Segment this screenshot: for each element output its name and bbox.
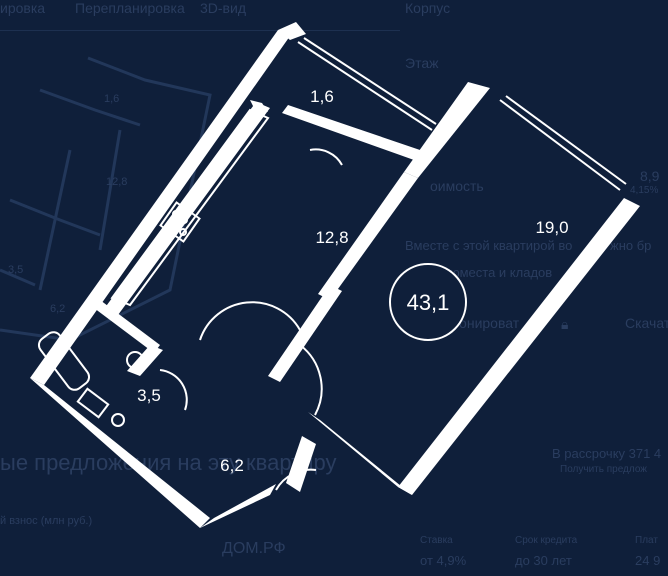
payment-label: Плат <box>635 535 658 546</box>
ghost-area-1: 1,6 <box>104 93 119 105</box>
total-area-label: 43,1 <box>407 290 450 315</box>
promo-line-1: Вместе с этой квартирой во <box>405 238 573 253</box>
kitchen-area: 12,8 <box>315 228 348 247</box>
tab-3d-view[interactable]: 3D-вид <box>200 0 246 16</box>
promo-line-2: юместа и кладов <box>450 265 553 280</box>
payment-value: 24 9 <box>635 553 661 568</box>
doors <box>159 148 343 491</box>
price-label: оимость <box>430 178 484 194</box>
tab-pereplanirovka[interactable]: Перепланировка <box>75 0 185 16</box>
kitchen-counter <box>110 108 270 307</box>
korpus-label: Корпус <box>405 0 451 16</box>
bathroom-area: 3,5 <box>137 386 161 405</box>
floor-label: Этаж <box>405 55 439 71</box>
tabs-divider <box>0 30 400 31</box>
ghost-area-4: 6,2 <box>50 303 65 315</box>
lock-icon: 🔒︎ <box>561 316 569 332</box>
room-area: 19,0 <box>535 218 568 237</box>
outer-walls <box>30 22 640 528</box>
term-value: до 30 лет <box>515 553 572 568</box>
term-label: Срок кредита <box>515 535 578 546</box>
offers-heading: ые предложения на эту квартиру <box>0 450 337 475</box>
total-area-badge <box>389 263 467 341</box>
price-value: 8,9 <box>640 168 660 184</box>
balcony-area: 1,6 <box>310 87 334 106</box>
first-payment-label: й взнос (млн руб.) <box>0 515 93 527</box>
download-button[interactable]: Скачат <box>625 315 668 331</box>
ghost-area-2: 12,8 <box>106 176 127 188</box>
ghost-area-3: 3,5 <box>8 264 23 276</box>
windows <box>297 37 627 191</box>
rate-value: от 4,9% <box>420 553 467 568</box>
installment-subtext[interactable]: Получить предлож <box>560 464 647 475</box>
bank-name: ДОМ.РФ <box>222 540 286 557</box>
tab-planirovka[interactable]: ировка <box>0 0 46 16</box>
bathroom-fixtures <box>37 331 144 427</box>
installment-text: В рассрочку 371 4 <box>552 446 662 461</box>
price-percent: 4,15% <box>630 185 659 196</box>
promo-line-1b: жно бр <box>610 238 652 253</box>
hall-area: 6,2 <box>220 456 244 475</box>
rate-label: Ставка <box>420 535 453 546</box>
